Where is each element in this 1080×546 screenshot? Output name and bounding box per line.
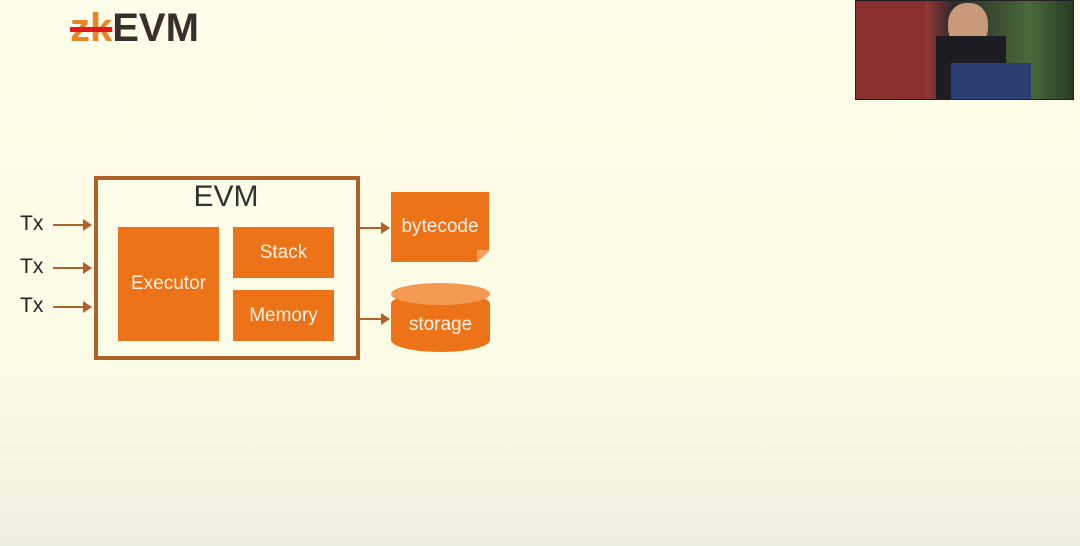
slide-title: zkEVM [70, 4, 199, 52]
speaker-webcam-video [855, 0, 1074, 100]
evm-box-label: EVM [193, 180, 259, 213]
arrow-icon [53, 219, 92, 231]
cylinder-top [391, 283, 490, 305]
arrow-icon [53, 301, 92, 313]
stack-block: Stack [233, 227, 334, 278]
tx-label: Tx [20, 255, 44, 278]
tx-label: Tx [20, 294, 44, 317]
arrow-icon [358, 222, 390, 234]
webcam-backdrop [856, 1, 926, 99]
executor-block: Executor [118, 227, 219, 341]
memory-block: Memory [233, 290, 334, 341]
podium [951, 63, 1031, 99]
arrow-icon [53, 262, 92, 274]
title-text: EVM [112, 6, 199, 50]
bytecode-document: bytecode [391, 192, 489, 262]
arrow-icon [358, 313, 390, 325]
struck-prefix: zk [70, 6, 113, 50]
tx-label: Tx [20, 212, 44, 235]
